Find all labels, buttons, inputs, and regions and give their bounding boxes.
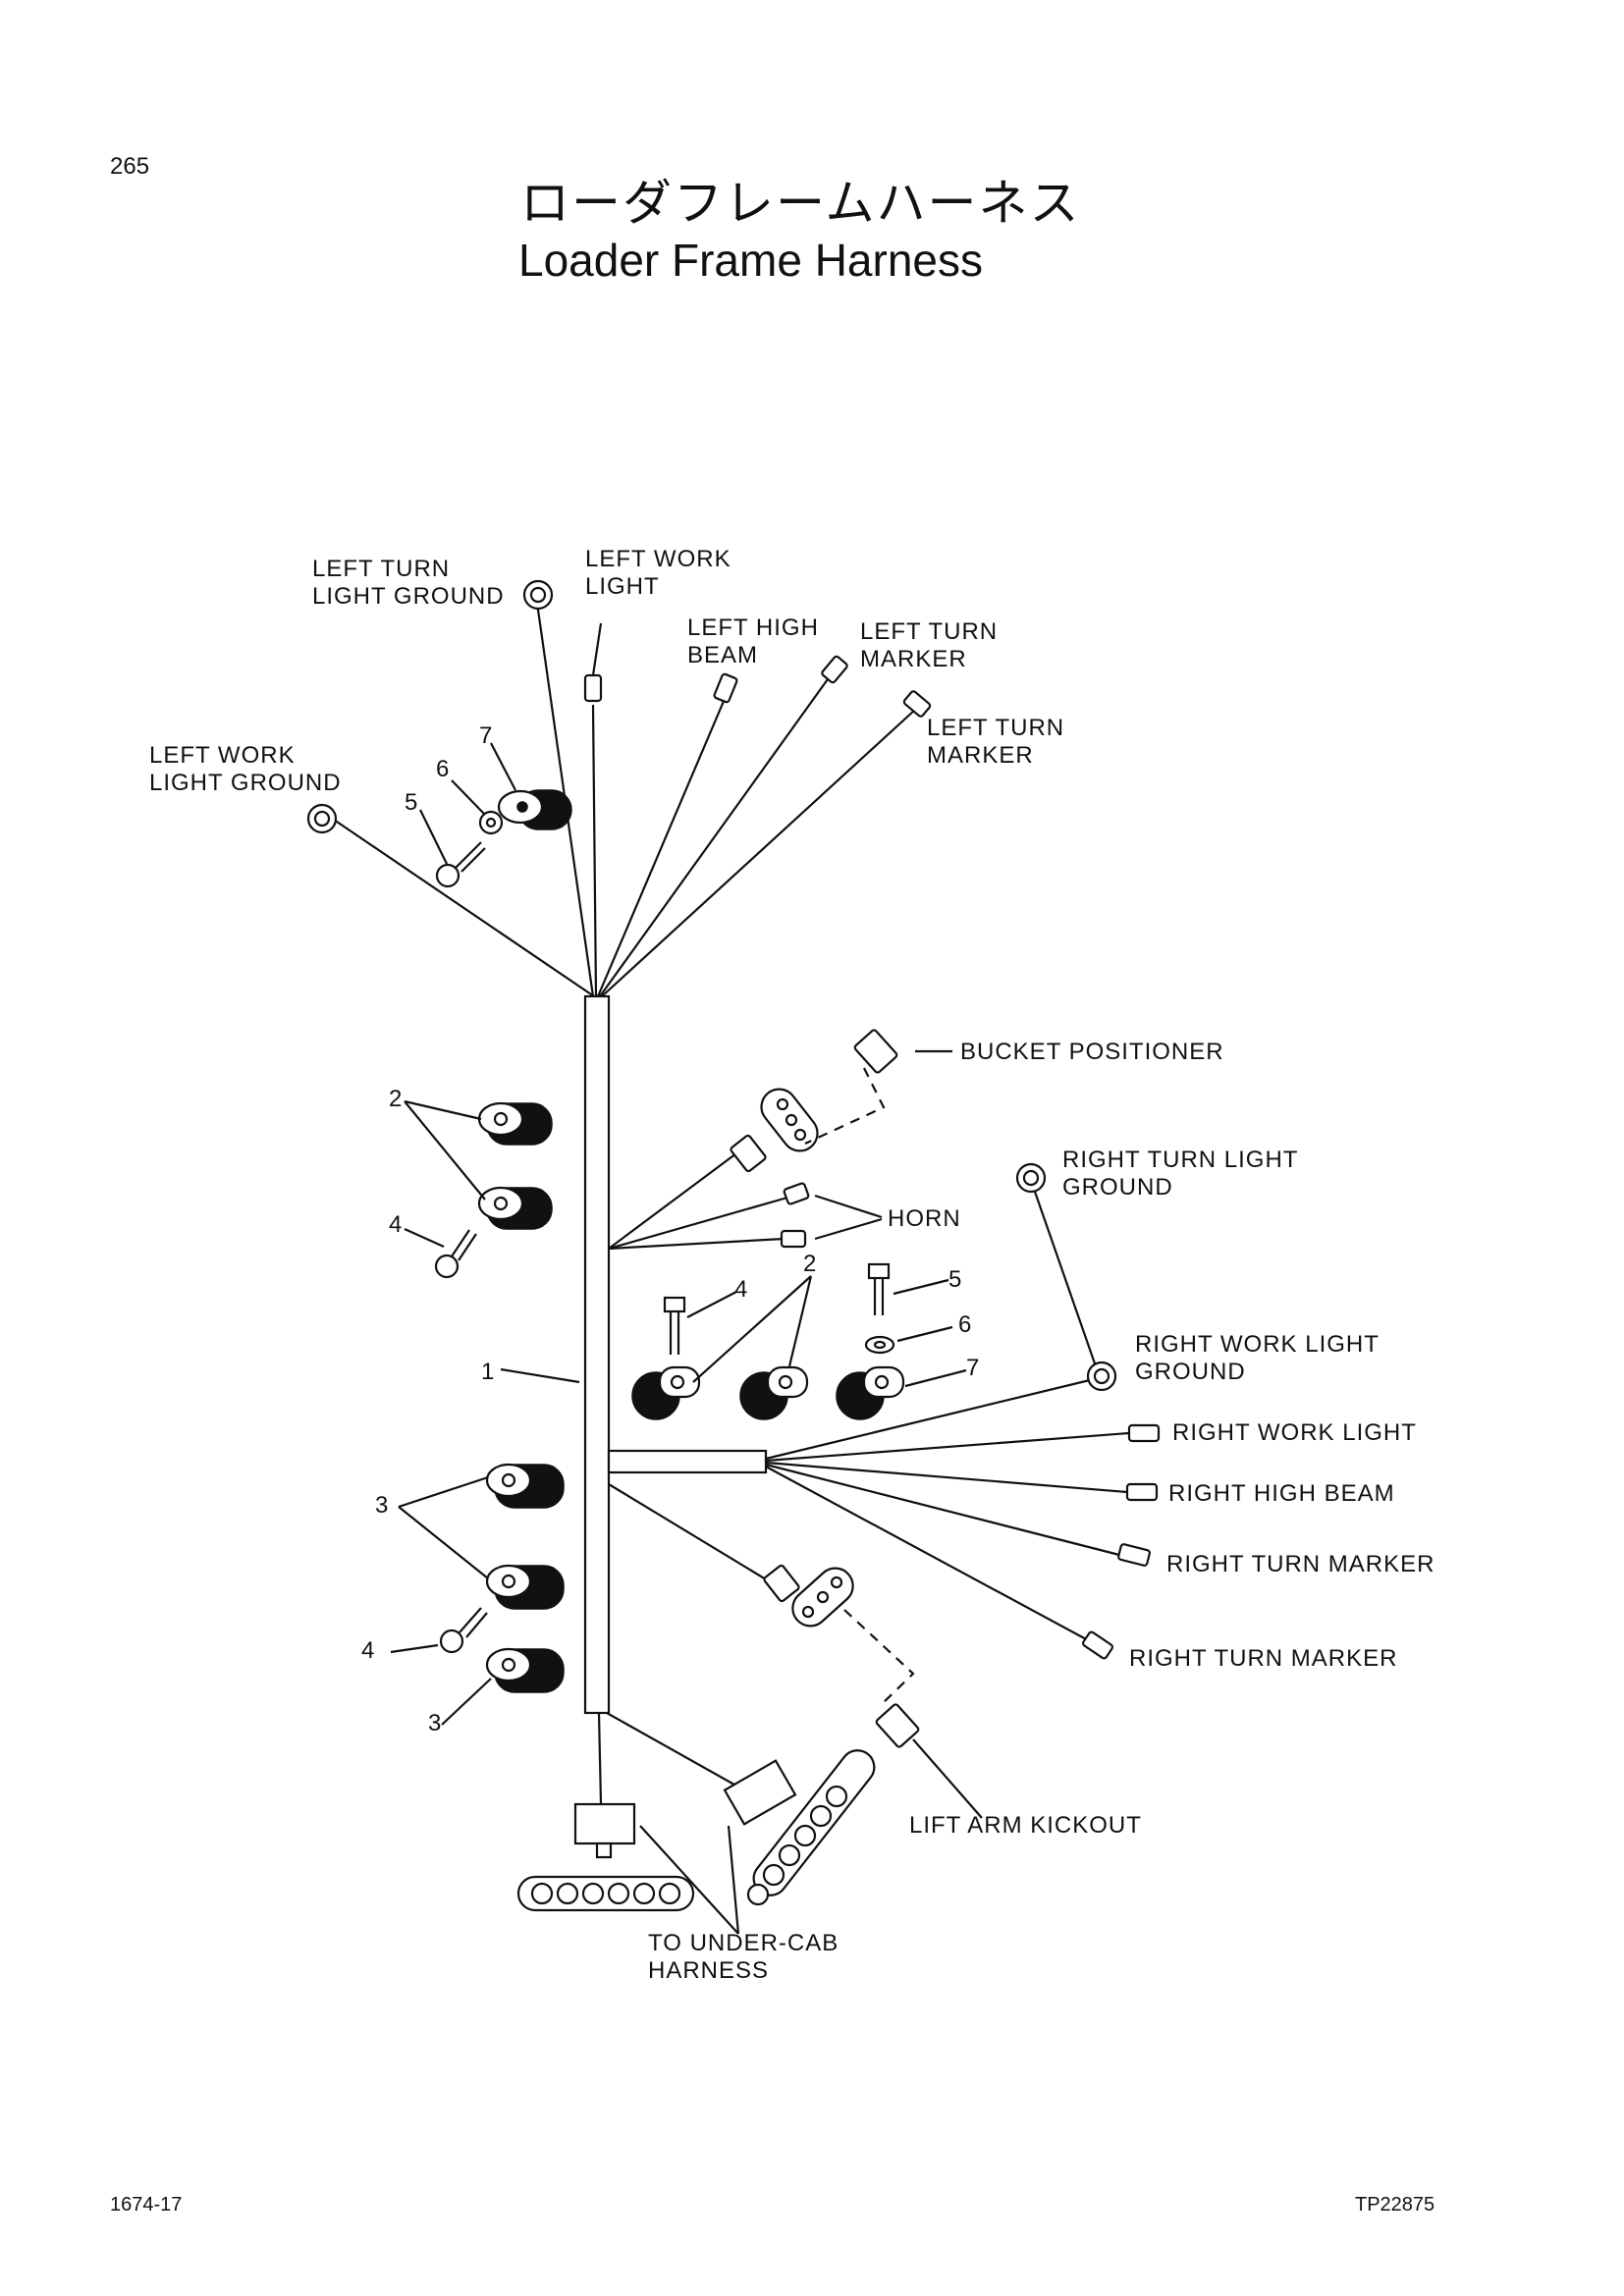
callout-3-left-upper: 3 <box>375 1492 389 1519</box>
callout-4-left-lower: 4 <box>361 1637 375 1664</box>
right-high-beam-connector <box>1125 1482 1159 1502</box>
bolt-part-4-middle <box>663 1296 686 1355</box>
callout-1-trunk: 1 <box>481 1359 495 1385</box>
clamp-part-7-upper <box>497 789 572 830</box>
under-cab-wires <box>597 1712 742 1805</box>
left-turn-marker-connector-2 <box>902 690 932 718</box>
label-bucket-positioner: BUCKET POSITIONER <box>960 1039 1224 1065</box>
under-cab-plug-horizontal <box>516 1875 695 1912</box>
horn-connector-2 <box>780 1229 807 1249</box>
right-turn-marker-connector-2 <box>1081 1630 1114 1660</box>
callout-6-middle: 6 <box>958 1311 972 1338</box>
callout-2-middle: 2 <box>803 1251 817 1277</box>
right-turn-light-ground-terminal <box>1015 1162 1047 1194</box>
bucket-positioner-switch-plate <box>760 1088 819 1152</box>
under-cab-connector-vertical <box>573 1802 636 1859</box>
callout-4-middle: 4 <box>734 1276 748 1303</box>
lift-arm-dashed-link <box>843 1609 915 1707</box>
callout-7-middle: 7 <box>966 1355 980 1381</box>
lift-arm-kickout-sensor <box>875 1703 920 1748</box>
lift-arm-harness-connector <box>763 1564 800 1603</box>
title-english: Loader Frame Harness <box>518 235 983 286</box>
horn-leaders <box>814 1194 883 1241</box>
bolt-part-5-upper <box>435 841 486 888</box>
lift-arm-switch-plate <box>791 1567 854 1628</box>
left-high-beam-connector <box>713 672 738 704</box>
washer-part-6-upper <box>478 810 504 835</box>
clamp-part-7-middle <box>836 1365 905 1420</box>
callout-2-left: 2 <box>389 1086 403 1112</box>
left-upper-callout-leaders <box>404 1099 580 1384</box>
left-turn-light-ground-terminal <box>522 579 554 611</box>
clamp-part-3-left-1 <box>485 1463 565 1509</box>
horn-bucket-branch-wires <box>608 1152 788 1251</box>
label-right-work-light: RIGHT WORK LIGHT <box>1172 1419 1417 1446</box>
left-turn-marker-connector-1 <box>821 655 848 684</box>
washer-part-6-middle <box>864 1335 895 1355</box>
label-right-turn-marker-2: RIGHT TURN MARKER <box>1129 1645 1398 1672</box>
right-turn-marker-connector-1 <box>1117 1543 1151 1567</box>
clamp-part-2-left-lower <box>477 1186 553 1230</box>
left-work-light-connector <box>583 622 603 703</box>
bucket-positioner-sensor <box>853 1029 898 1074</box>
right-work-light-connector <box>1127 1423 1161 1443</box>
bolt-part-4-left-upper <box>434 1229 477 1279</box>
under-cab-leaders <box>639 1825 740 1935</box>
callout-5-upper: 5 <box>405 789 418 816</box>
middle-callout-leaders <box>686 1275 967 1388</box>
clamp-part-2-middle-2 <box>739 1365 809 1420</box>
callout-7-upper: 7 <box>479 722 493 749</box>
main-harness-trunk <box>583 994 611 1715</box>
clamp-part-3-left-2 <box>485 1564 565 1610</box>
lift-arm-branch-wire <box>608 1483 777 1586</box>
callout-3-left-lower: 3 <box>428 1710 442 1736</box>
bucket-positioner-dashed-link <box>804 1067 886 1145</box>
bucket-positioner-harness-connector <box>730 1134 767 1173</box>
label-right-high-beam: RIGHT HIGH BEAM <box>1168 1480 1395 1507</box>
under-cab-plug-angled <box>746 1749 876 1906</box>
right-branch-sleeve <box>607 1449 768 1474</box>
title-japanese: ローダフレームハーネス <box>520 176 1081 231</box>
bolt-part-4-left-lower <box>439 1607 488 1654</box>
right-work-light-ground-terminal <box>1086 1361 1117 1392</box>
bolt-part-5-middle <box>867 1262 891 1315</box>
callout-5-middle: 5 <box>948 1266 962 1293</box>
right-branch-wires <box>765 1377 1130 1642</box>
footer-right-code: TP22875 <box>1355 2194 1435 2216</box>
horn-connector-1 <box>783 1182 810 1205</box>
left-work-light-ground-terminal <box>306 803 338 834</box>
label-horn: HORN <box>888 1205 961 1232</box>
under-cab-connector-angled <box>723 1759 797 1826</box>
right-turn-light-ground-wire <box>1033 1191 1098 1367</box>
label-lift-arm-kickout: LIFT ARM KICKOUT <box>909 1812 1142 1839</box>
page-number: 265 <box>110 153 150 180</box>
footer-left-code: 1674-17 <box>110 2194 183 2216</box>
upper-callout-leaders <box>419 742 516 865</box>
label-right-turn-marker-1: RIGHT TURN MARKER <box>1166 1551 1435 1577</box>
clamp-part-2-middle-1 <box>631 1365 701 1420</box>
clamp-part-2-left-upper <box>477 1101 553 1146</box>
upper-branch-wires <box>333 588 916 997</box>
left-lower-callout-leaders <box>390 1475 492 1726</box>
callout-6-upper: 6 <box>436 756 450 782</box>
clamp-part-3-left-3 <box>485 1647 565 1693</box>
callout-4-left-upper: 4 <box>389 1211 403 1238</box>
